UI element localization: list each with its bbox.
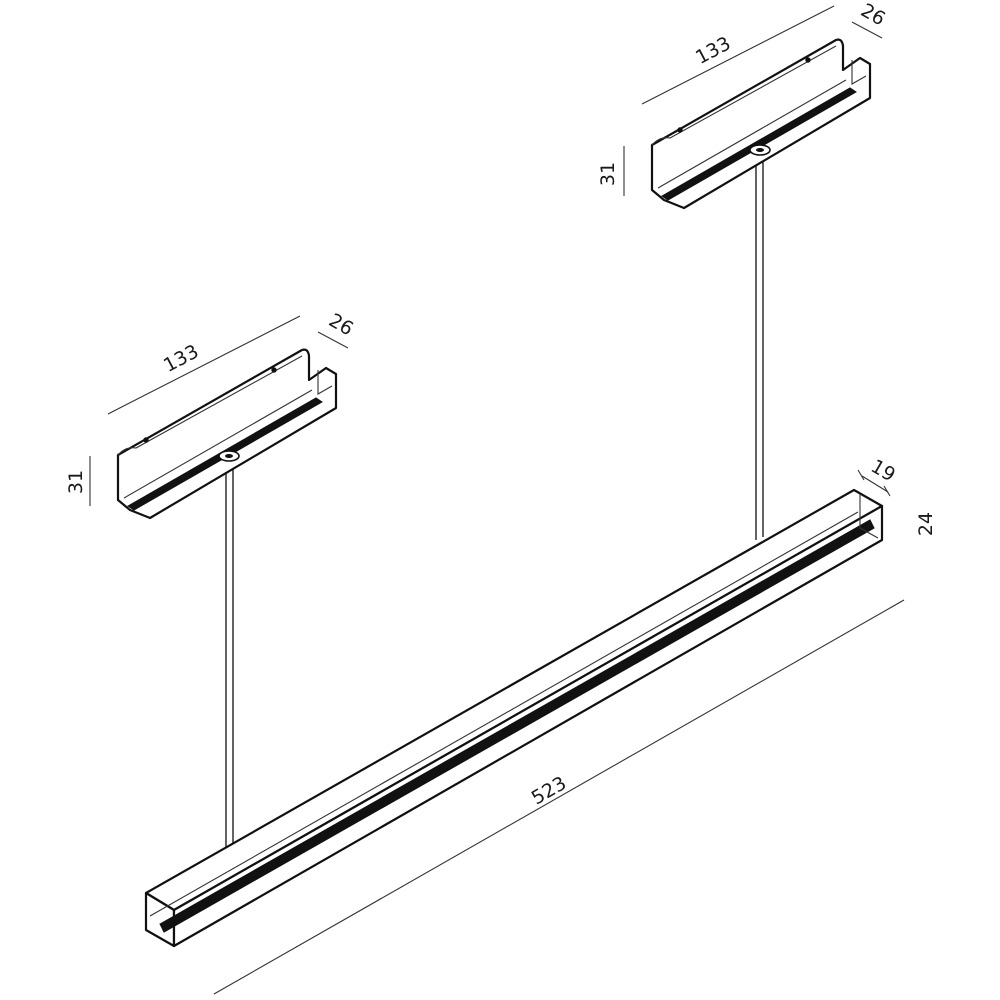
light-bar-end-cap	[859, 494, 879, 539]
canopy-right-hole-a	[677, 127, 683, 133]
label-bar-length: 523	[528, 772, 570, 809]
light-bar	[144, 488, 884, 948]
canopy-left-inner-line	[123, 389, 313, 499]
canopy-right-bottom-channel	[661, 87, 857, 201]
label-canopy-right-length: 133	[692, 32, 734, 68]
dim-19-line	[861, 475, 889, 493]
canopy-left-top-edge	[117, 355, 303, 456]
canopy-right-top-edge	[651, 45, 837, 146]
dim-right-133-line	[641, 5, 835, 105]
canopy-left	[116, 348, 338, 520]
label-canopy-left-length: 133	[160, 340, 202, 376]
canopy-left-hole-a	[143, 437, 149, 443]
canopy-left-body	[116, 348, 338, 520]
label-canopy-left-width: 26	[325, 309, 357, 340]
canopy-right	[650, 38, 872, 210]
canopy-left-hole-b	[271, 367, 277, 373]
dim-19-tick-b	[883, 485, 891, 497]
label-canopy-left-height: 31	[65, 470, 87, 494]
label-canopy-right-height: 31	[597, 162, 619, 186]
dim-left-133-line	[107, 315, 301, 415]
light-bar-diffuser	[159, 519, 875, 933]
canopy-left-end-notch	[317, 370, 333, 395]
canopy-right-hole-b	[805, 57, 811, 63]
dim-right-26-line	[851, 21, 883, 39]
canopy-right-end-notch	[851, 60, 867, 85]
canopy-left-grommet-center	[225, 454, 233, 458]
light-bar-side-face	[172, 504, 884, 948]
label-canopy-right-width: 26	[857, 0, 889, 30]
suspension-wires	[225, 151, 764, 852]
label-bar-height: 24	[915, 512, 937, 536]
dim-left-26-line	[317, 331, 349, 349]
dimension-lines	[89, 5, 905, 995]
canopy-right-inner-line	[657, 79, 847, 189]
canopy-right-grommet-center	[756, 148, 764, 152]
light-bar-top-face	[144, 488, 884, 912]
dim-523-line	[213, 599, 905, 995]
light-bar-inner-line	[149, 511, 859, 917]
dim-19-tick-a	[857, 469, 865, 481]
canopy-right-body	[650, 38, 872, 210]
